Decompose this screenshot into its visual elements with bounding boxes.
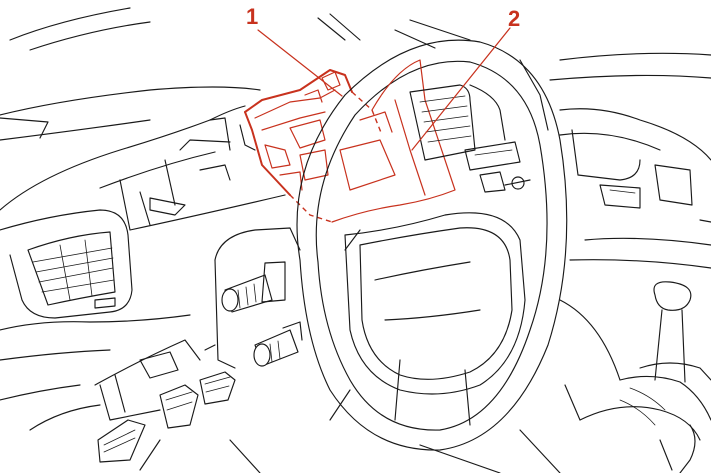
leader-line-2 [411, 27, 511, 151]
airbag-module-part-2 [331, 59, 456, 223]
windshield-lines [9, 7, 711, 81]
steering-column [204, 227, 303, 369]
callout-label-1: 1 [246, 4, 258, 29]
gear-shifter [564, 281, 711, 473]
center-vents [409, 59, 549, 193]
pedals [97, 371, 236, 471]
left-air-vent [0, 209, 133, 319]
lower-dash-panel [0, 314, 201, 431]
floor-lines [229, 429, 561, 473]
steering-wheel [296, 39, 568, 451]
right-dash [559, 108, 711, 381]
dashboard-upper [0, 86, 286, 231]
callout-leaders [257, 27, 511, 151]
leader-line-1 [257, 29, 343, 97]
callout-label-2: 2 [508, 6, 520, 31]
